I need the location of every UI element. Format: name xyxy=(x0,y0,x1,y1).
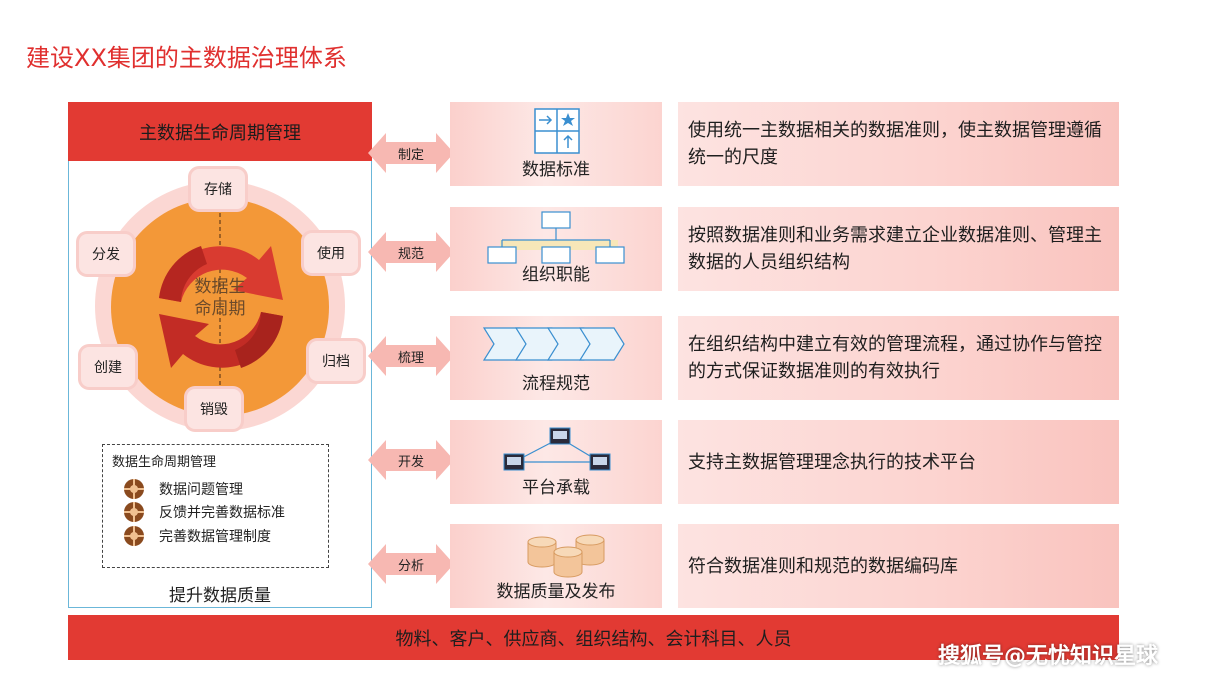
module-name: 组织职能 xyxy=(522,265,590,285)
gear-icon xyxy=(124,479,144,499)
gear-icon xyxy=(124,526,144,546)
module-platform: 平台承载 xyxy=(450,420,662,504)
arrow-analyze-label: 分析 xyxy=(397,558,424,574)
lifecycle-panel: 主数据生命周期管理 数据生 命周期 存储 使用 归档 销毁 创建 分发 数据生命… xyxy=(68,102,372,608)
master-data-domains-bar: 物料、客户、供应商、组织结构、会计科目、人员 xyxy=(68,615,1119,660)
management-item-label: 反馈并完善数据标准 xyxy=(159,505,285,521)
management-item: 反馈并完善数据标准 xyxy=(123,501,285,523)
module-name: 流程规范 xyxy=(522,374,590,394)
management-title: 数据生命周期管理 xyxy=(112,455,217,470)
cycle-arrows-icon xyxy=(159,206,283,408)
management-item-label: 数据问题管理 xyxy=(159,482,243,498)
arrow-develop: 开发 xyxy=(368,437,454,483)
module-name: 平台承载 xyxy=(522,478,590,498)
database-cylinders-icon xyxy=(527,534,605,578)
arrow-analyze: 分析 xyxy=(368,541,454,587)
arrow-sort: 梳理 xyxy=(368,333,454,379)
arrow-sort-label: 梳理 xyxy=(397,350,424,366)
description-box: 在组织结构中建立有效的管理流程，通过协作与管控的方式保证数据准则的有效执行 xyxy=(678,316,1119,400)
lifecycle-diagram: 数据生 命周期 存储 使用 归档 销毁 创建 分发 xyxy=(75,169,365,441)
module-data-standard: 数据标准 xyxy=(450,102,662,186)
stage-destroy: 销毁 xyxy=(187,389,241,429)
module-name: 数据标准 xyxy=(522,160,590,180)
module-process: 流程规范 xyxy=(450,316,662,400)
description-box: 支持主数据管理理念执行的技术平台 xyxy=(678,420,1119,504)
management-item-label: 完善数据管理制度 xyxy=(159,529,271,545)
watermark: 搜狐号@无忧知识星球 xyxy=(938,644,1159,669)
description-box: 使用统一主数据相关的数据准则，使主数据管理遵循统一的尺度 xyxy=(678,102,1119,186)
cycle-center-label: 数据生 命周期 xyxy=(194,277,246,319)
stage-use: 使用 xyxy=(304,233,358,273)
page-title: 建设XX集团的主数据治理体系 xyxy=(26,44,347,72)
stage-create: 创建 xyxy=(81,347,135,387)
process-chevron-icon xyxy=(482,327,625,361)
module-quality-release: 数据质量及发布 xyxy=(450,524,662,608)
stage-distribute: 分发 xyxy=(79,234,133,274)
gear-icon xyxy=(124,502,144,522)
org-chart-icon xyxy=(487,211,625,264)
stage-archive: 归档 xyxy=(309,341,363,381)
description-box: 符合数据准则和规范的数据编码库 xyxy=(678,524,1119,608)
management-box: 数据生命周期管理 数据问题管理 反馈并完善数据标准 完善数据管理制度 xyxy=(102,444,329,568)
arrow-develop-label: 开发 xyxy=(397,454,424,470)
stage-store: 存储 xyxy=(191,169,245,209)
arrow-regulate-label: 规范 xyxy=(397,246,424,262)
arrow-define: 制定 xyxy=(368,130,454,176)
grid-star-icon xyxy=(534,108,580,154)
management-item: 数据问题管理 xyxy=(123,478,243,500)
module-name: 数据质量及发布 xyxy=(496,582,616,602)
module-org-function: 组织职能 xyxy=(450,207,662,291)
arrow-regulate: 规范 xyxy=(368,229,454,275)
description-box: 按照数据准则和业务需求建立企业数据准则、管理主数据的人员组织结构 xyxy=(678,207,1119,291)
lifecycle-header: 主数据生命周期管理 xyxy=(68,102,372,161)
network-icon xyxy=(503,427,611,471)
arrow-define-label: 制定 xyxy=(397,147,424,163)
management-item: 完善数据管理制度 xyxy=(123,525,271,547)
lifecycle-footer: 提升数据质量 xyxy=(169,586,271,606)
